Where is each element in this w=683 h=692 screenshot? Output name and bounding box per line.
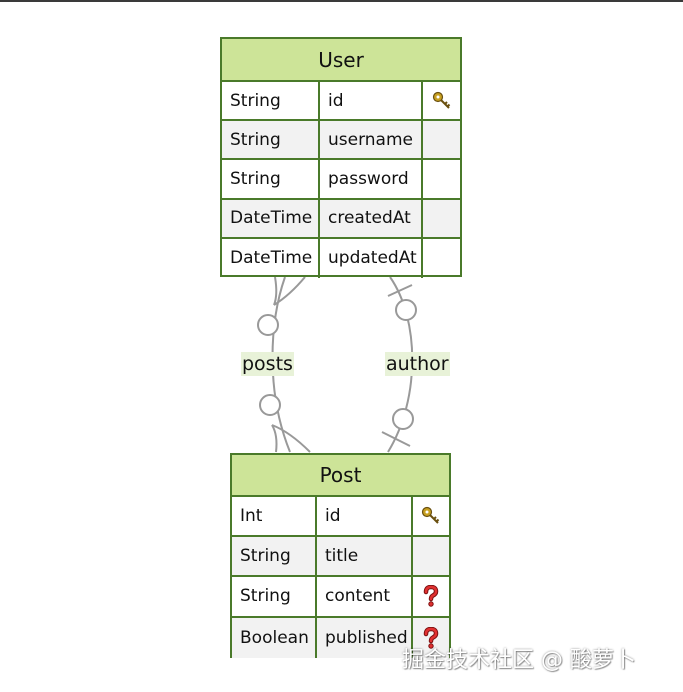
field-marker-empty — [421, 238, 460, 278]
posts-label: posts — [241, 352, 294, 376]
author-label: author — [385, 352, 450, 376]
key-icon — [411, 497, 449, 536]
author-zero-marker-bottom — [392, 408, 414, 430]
field-name: id — [318, 82, 421, 120]
post-field-row: Boolean published — [232, 617, 449, 658]
field-type: Int — [240, 506, 263, 527]
field-type: String — [230, 129, 281, 150]
field-type: String — [240, 586, 291, 607]
field-name: published — [315, 617, 411, 658]
window-top-border — [0, 0, 683, 2]
key-icon — [421, 82, 460, 120]
posts-zero-marker-top — [257, 314, 279, 336]
posts-zero-marker-bottom — [259, 394, 281, 416]
field-name: title — [315, 537, 411, 576]
field-marker-empty — [411, 537, 449, 576]
post-field-row: String content — [232, 577, 449, 618]
field-name: content — [315, 577, 411, 616]
field-name: username — [318, 121, 421, 159]
field-type: String — [230, 168, 281, 189]
question-icon — [411, 577, 449, 616]
field-type: DateTime — [230, 248, 313, 269]
field-name: password — [318, 160, 421, 198]
watermark-text: 掘金技术社区 @ 酸萝卜 — [402, 648, 636, 673]
post-field-row: String title — [232, 537, 449, 578]
user-field-row: String id — [222, 82, 460, 122]
user-field-row: String password — [222, 160, 460, 200]
field-name: createdAt — [318, 199, 421, 237]
field-type: DateTime — [230, 208, 313, 229]
field-marker-empty — [421, 121, 460, 159]
field-type: Boolean — [240, 627, 309, 648]
field-marker-empty — [421, 160, 460, 198]
field-type: String — [230, 90, 281, 111]
field-name: updatedAt — [318, 238, 421, 278]
field-name: id — [315, 497, 411, 536]
field-type: String — [240, 546, 291, 567]
user-field-row: String username — [222, 121, 460, 161]
post-entity-title: Post — [232, 455, 449, 497]
question-icon — [411, 617, 449, 658]
author-zero-marker-top — [395, 299, 417, 321]
post-field-row: Int id — [232, 497, 449, 538]
user-entity-title: User — [222, 39, 460, 82]
field-marker-empty — [421, 199, 460, 237]
